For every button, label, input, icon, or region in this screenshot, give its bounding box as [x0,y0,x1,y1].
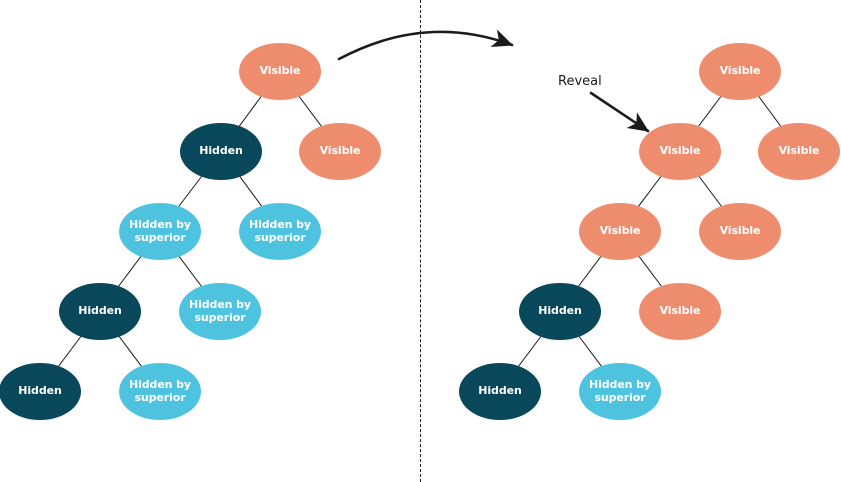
tree-node-r1[interactable]: Visible [699,42,781,100]
tree-node-label: Visible [778,144,820,158]
tree-node-label: Visible [259,64,301,78]
tree-node-label: Hidden by superior [189,297,251,325]
tree-node-label: Hidden [18,384,62,398]
tree-node-label: Visible [719,64,761,78]
tree-node-label: Hidden by superior [589,377,651,405]
tree-node-l3[interactable]: Visible [299,122,381,180]
tree-node-r3[interactable]: Visible [758,122,840,180]
tree-node-label: Visible [319,144,361,158]
tree-node-l5[interactable]: Hidden by superior [239,202,321,260]
tree-node-r9[interactable]: Hidden by superior [579,362,661,420]
tree-node-label: Hidden [199,144,243,158]
tree-node-label: Hidden [78,304,122,318]
tree-node-label: Hidden [538,304,582,318]
tree-node-l1[interactable]: Visible [239,42,321,100]
tree-node-label: Hidden by superior [249,217,311,245]
panel-divider [420,0,421,482]
reveal-annotation-label: Reveal [558,74,602,89]
tree-node-l2[interactable]: Hidden [180,122,262,180]
tree-node-label: Visible [719,224,761,238]
tree-node-r8[interactable]: Hidden [459,362,541,420]
tree-node-r4[interactable]: Visible [579,202,661,260]
tree-node-l7[interactable]: Hidden by superior [179,282,261,340]
tree-node-l4[interactable]: Hidden by superior [119,202,201,260]
tree-node-l8[interactable]: Hidden [0,362,81,420]
tree-node-label: Visible [599,224,641,238]
tree-node-r2[interactable]: Visible [639,122,721,180]
tree-node-label: Visible [659,304,701,318]
tree-node-l9[interactable]: Hidden by superior [119,362,201,420]
tree-node-label: Visible [659,144,701,158]
tree-node-label: Hidden [478,384,522,398]
tree-node-label: Hidden by superior [129,217,191,245]
tree-node-l6[interactable]: Hidden [59,282,141,340]
tree-node-label: Hidden by superior [129,377,191,405]
tree-node-r7[interactable]: Visible [639,282,721,340]
tree-node-r5[interactable]: Visible [699,202,781,260]
tree-node-r6[interactable]: Hidden [519,282,601,340]
